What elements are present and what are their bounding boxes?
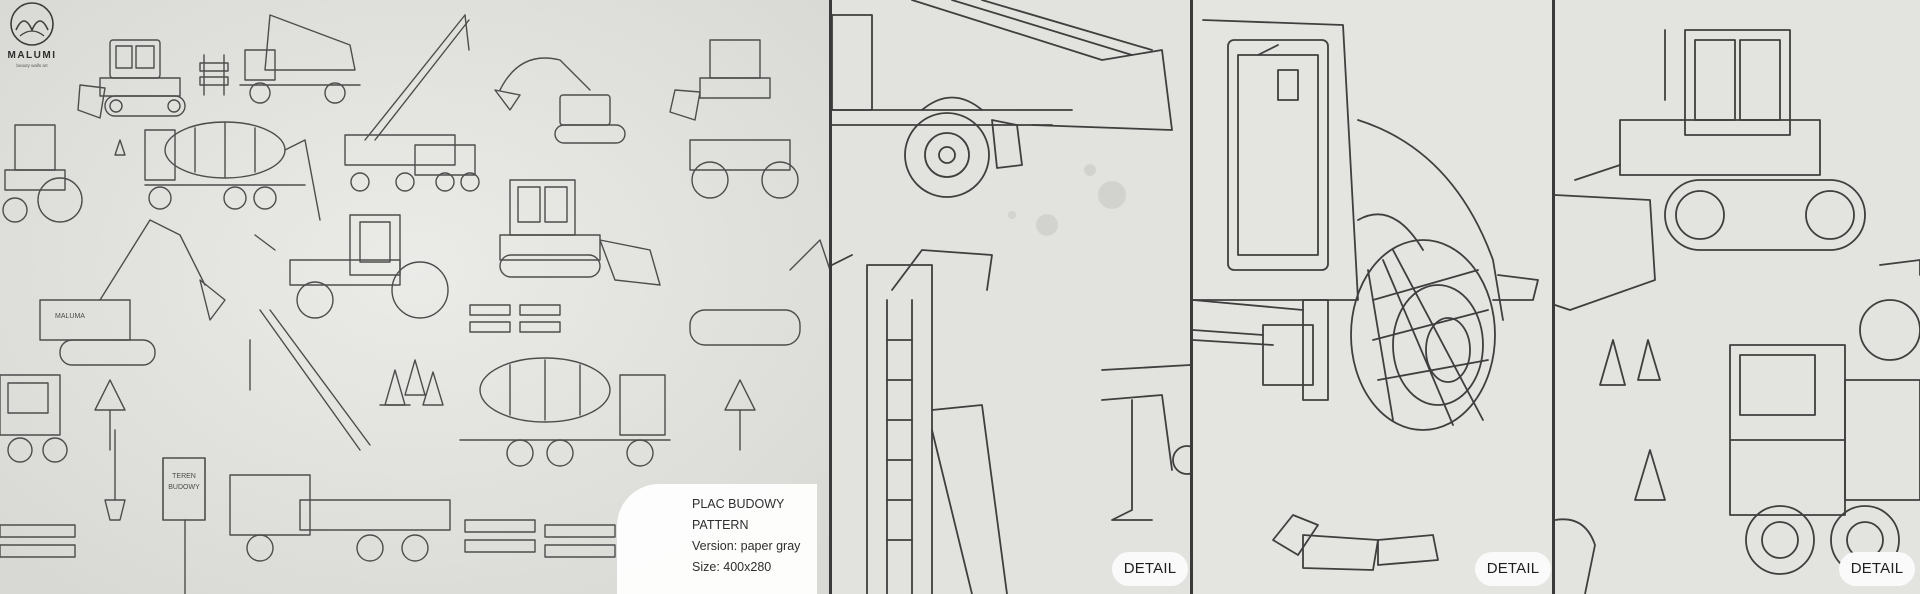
detail-illustration-2 [1193, 0, 1552, 594]
detail-panel-1: DETAIL [832, 0, 1190, 594]
barriers-drawing [0, 304, 616, 558]
dump-truck-drawing [239, 14, 361, 104]
panel-separator [829, 0, 832, 594]
barrier-drawing [199, 54, 229, 96]
detail-panel-2: DETAIL [1193, 0, 1552, 594]
detail-badge: DETAIL [1112, 552, 1188, 586]
bulldozer-drawing-2 [499, 179, 661, 286]
mixer-truck-drawing-2 [459, 357, 671, 467]
product-title-line1: PLAC BUDOWY [692, 497, 785, 511]
product-info-card [617, 484, 817, 594]
panel-separator [1190, 0, 1193, 594]
crane-drawing-2 [229, 309, 451, 562]
brand-tagline: beauty walls art [16, 63, 48, 68]
sign-text-teren: TEREN [172, 473, 196, 480]
traffic-cones-drawing [114, 139, 444, 406]
vehicle-label: MALUMA [55, 313, 85, 320]
panel-separator [1552, 0, 1555, 594]
pattern-repeat-right [669, 39, 829, 346]
product-version: Version: paper gray [692, 539, 801, 553]
road-roller-drawing-2 [289, 214, 449, 319]
excavator-drawing [494, 57, 626, 144]
construction-pattern-illustration: TEREN BUDOWY MALUMA [0, 0, 829, 594]
shovel-drawing [104, 234, 276, 521]
teren-budowy-sign [162, 457, 206, 594]
sign-text-budowy: BUDOWY [168, 484, 200, 491]
product-title-line2: PATTERN [692, 518, 749, 532]
truck-drawing [0, 374, 68, 463]
detail-illustration-1 [832, 0, 1190, 594]
brand-name: MALUMI [8, 50, 57, 61]
bulldozer-drawing [77, 39, 186, 119]
malumi-logo-icon: MALUMI beauty walls art [8, 2, 57, 68]
detail-badge: DETAIL [1475, 552, 1551, 586]
product-info-text: PLAC BUDOWY PATTERN Version: paper gray … [692, 494, 822, 578]
detail-illustration-3 [1555, 0, 1920, 594]
detail-badge: DETAIL [1839, 552, 1915, 586]
warning-sign-drawing [94, 379, 756, 451]
crane-drawing [344, 14, 480, 192]
pattern-overview-panel: TEREN BUDOWY MALUMA MALUMI beauty walls … [0, 0, 829, 594]
mixer-truck-drawing [144, 121, 321, 221]
road-roller-drawing [2, 124, 83, 223]
detail-panel-3: DETAIL [1555, 0, 1920, 594]
product-size: Size: 400x280 [692, 560, 772, 574]
excavator-drawing-2 [39, 219, 226, 366]
